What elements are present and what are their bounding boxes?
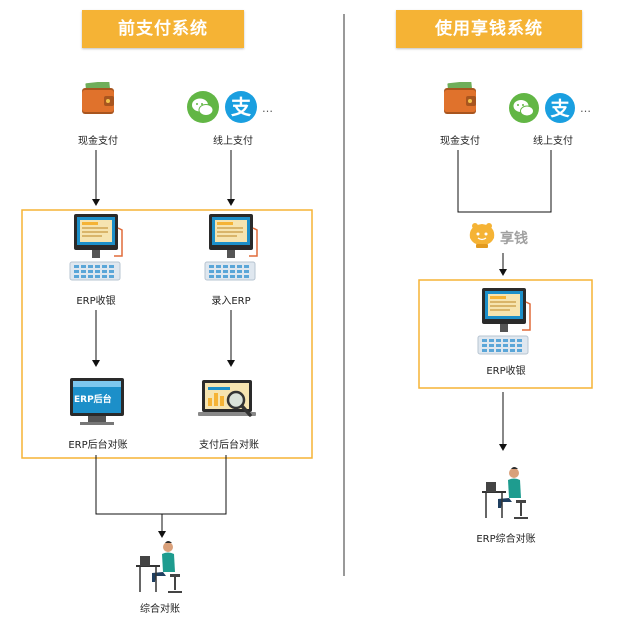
right-pos-terminal-icon (477, 288, 531, 355)
left-erp-cash-label: ERP收银 (76, 296, 116, 307)
right-title: 使用享钱系统 (396, 10, 582, 48)
right-wechat-icon (509, 93, 539, 123)
erp-input-terminal-icon (204, 214, 258, 281)
xiangqian-logo-icon (469, 223, 495, 248)
left-erp-backend-label: ERP后台对账 (68, 440, 128, 451)
right-result-label: ERP综合对账 (476, 534, 536, 545)
left-cash-label: 现金支付 (78, 136, 118, 147)
pos-terminal-icon (69, 214, 123, 281)
merge-line-right (457, 150, 552, 213)
person-at-desk-icon (136, 541, 182, 593)
left-online-label: 线上支付 (213, 136, 253, 147)
right-online-label: 线上支付 (533, 136, 573, 147)
right-alipay-icon: 支 (545, 93, 575, 123)
left-online-more: … (262, 102, 274, 115)
left-erp-input-label: 录入ERP (211, 296, 251, 307)
wallet-icon (82, 82, 114, 114)
left-erp-frame (21, 209, 313, 459)
laptop-magnifier-icon (198, 380, 256, 417)
svg-text:支: 支 (549, 98, 570, 120)
erp-backend-monitor-icon (70, 378, 124, 425)
right-cash-label: 现金支付 (440, 136, 480, 147)
right-erp-frame (418, 279, 593, 389)
wechat-icon (187, 91, 219, 123)
merge-line-left (95, 455, 227, 515)
svg-text:支: 支 (231, 95, 252, 119)
left-pay-backend-label: 支付后台对账 (199, 440, 259, 451)
alipay-icon: 支 (225, 91, 257, 123)
left-title: 前支付系统 (82, 10, 244, 48)
left-result-label: 综合对账 (140, 604, 180, 615)
right-online-more: … (580, 102, 592, 115)
xiangqian-brand-text: 享钱 (500, 231, 528, 247)
right-person-at-desk-icon (482, 467, 528, 519)
erp-backend-screen-text: ERP后台 (74, 395, 112, 405)
right-erp-cash-label: ERP收银 (486, 366, 526, 377)
right-wallet-icon (444, 82, 476, 114)
